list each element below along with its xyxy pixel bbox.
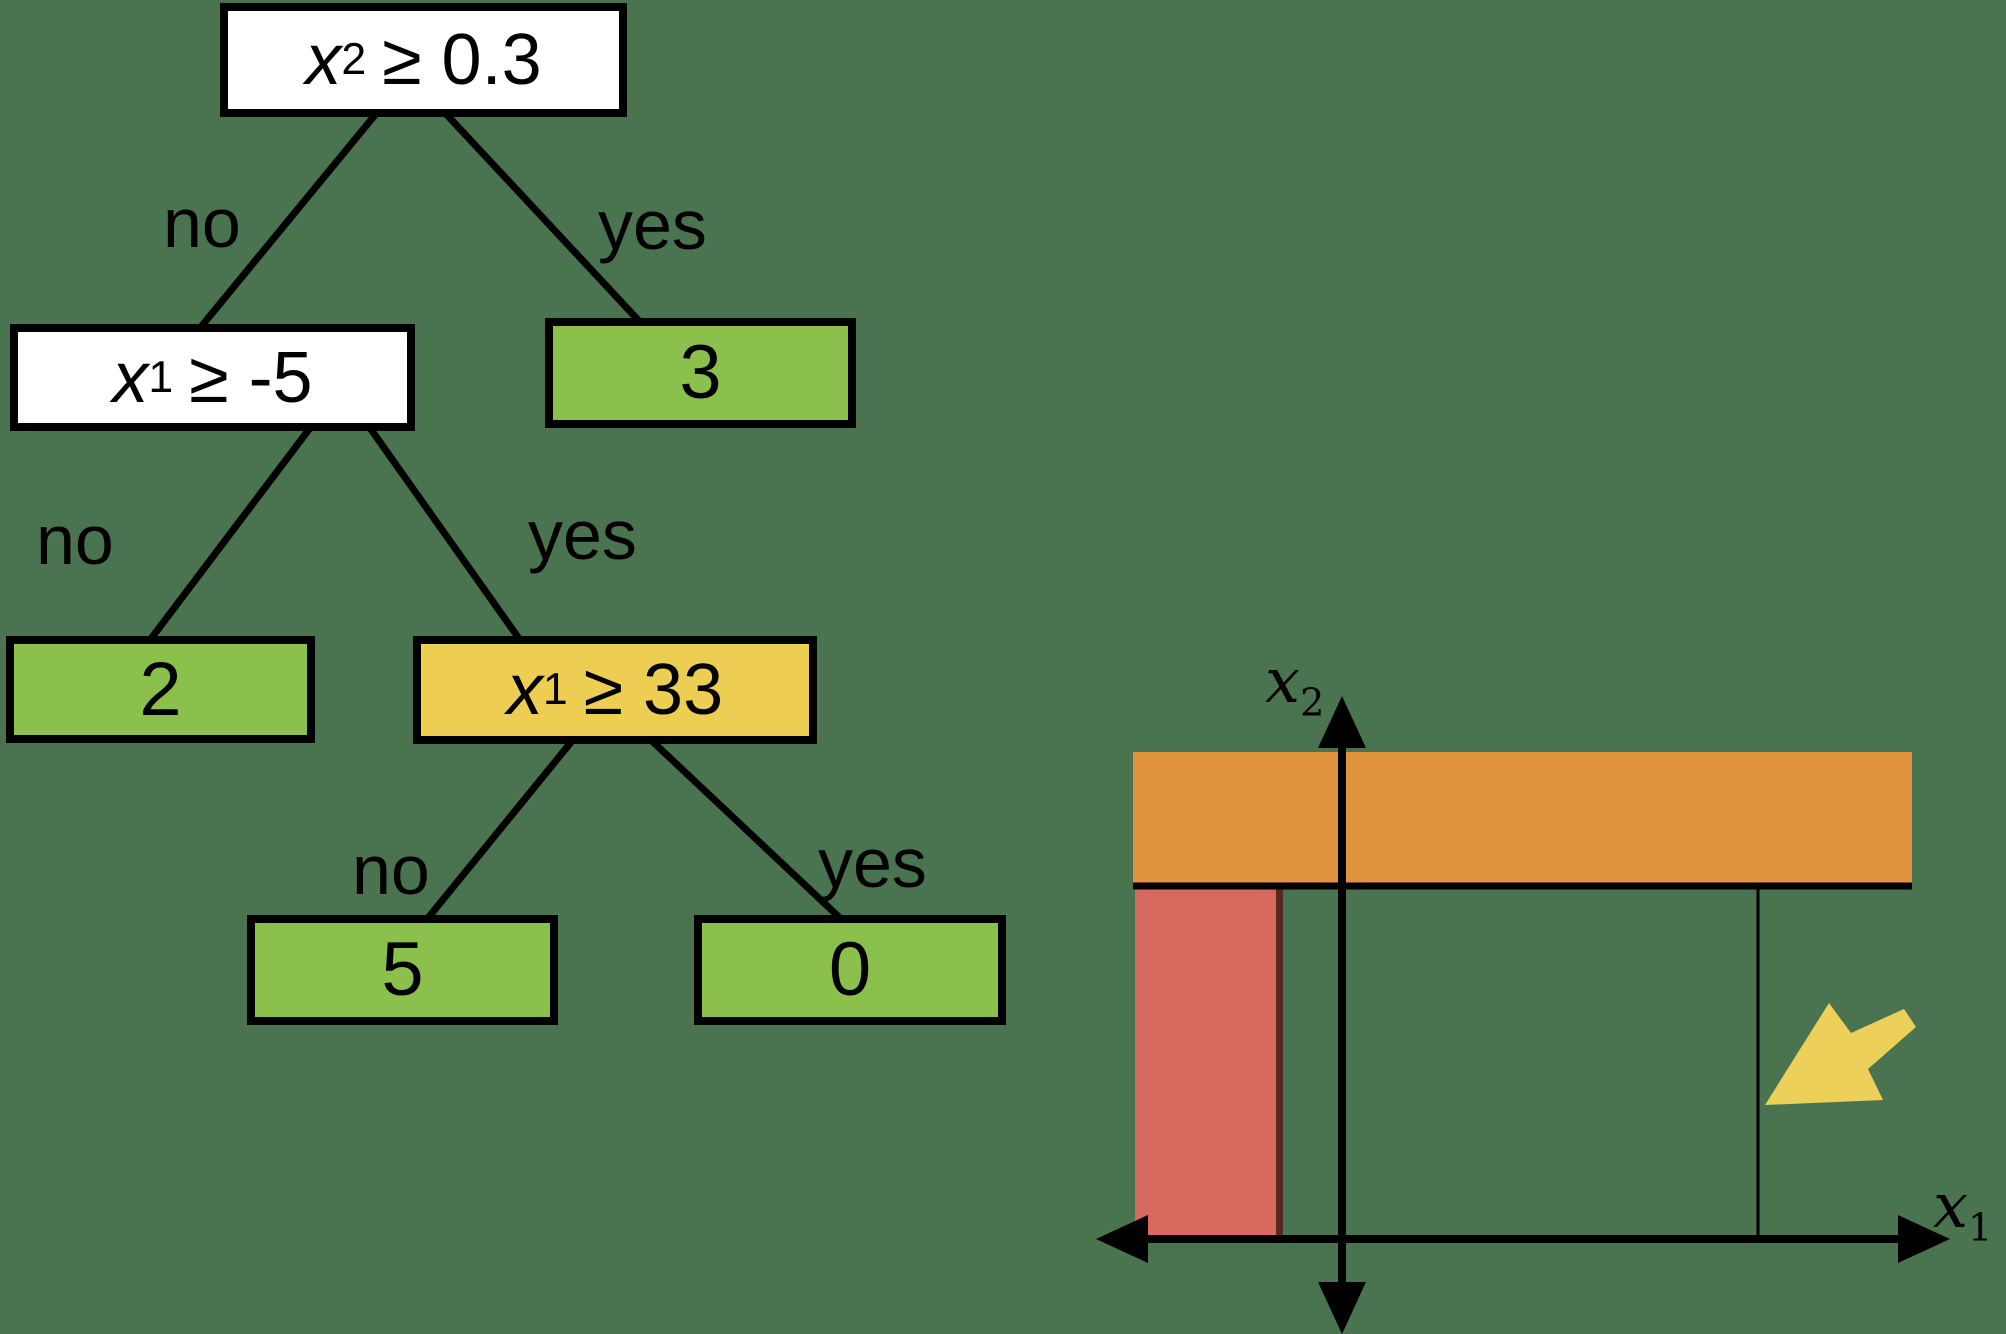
leaf-value: 3 [679, 330, 722, 415]
tree-edge-n1-yes [367, 425, 523, 643]
pointer-arrow-icon [1765, 1003, 1916, 1105]
y-axis-down-arrowhead [1318, 1282, 1366, 1334]
node-condition: ≥ 0.3 [382, 20, 542, 100]
tree-edge-root-no [197, 112, 378, 331]
y-axis-up-arrowhead [1318, 696, 1366, 748]
branch-label-yes-3: yes [818, 824, 927, 902]
branch-label-no-1: no [163, 184, 241, 262]
node-condition: ≥ 33 [583, 650, 724, 730]
x-axis-right-arrowhead [1898, 1215, 1950, 1263]
tree-edge-n2-no [425, 738, 575, 921]
y-axis-label: x2 [1265, 650, 1324, 723]
tree-leaf-5: 5 [247, 915, 558, 1025]
x-axis-left-arrowhead [1096, 1215, 1148, 1263]
node-variable: x [305, 20, 342, 100]
tree-leaf-0: 0 [694, 915, 1006, 1025]
leaf-value: 2 [139, 646, 182, 732]
node-condition: ≥ -5 [189, 337, 313, 418]
tree-leaf-3: 3 [545, 318, 856, 428]
tree-edge-n1-no [147, 425, 313, 643]
branch-label-yes-2: yes [528, 496, 637, 574]
branch-label-no-3: no [352, 831, 430, 909]
axis-variable: x [1933, 1169, 1968, 1242]
leaf-value: 5 [381, 927, 424, 1012]
node-variable: x [112, 337, 149, 418]
tree-leaf-2: 2 [6, 636, 315, 743]
branch-label-no-2: no [36, 501, 114, 579]
tree-edge-n2-yes [649, 738, 843, 921]
axis-subscript: 1 [1967, 1205, 1993, 1251]
axis-subscript: 2 [1299, 680, 1325, 726]
branch-label-yes-1: yes [598, 186, 707, 264]
node-variable: x [506, 650, 543, 730]
tree-edge-root-yes [444, 112, 643, 325]
red-region [1135, 889, 1282, 1238]
leaf-value: 0 [828, 927, 872, 1012]
x-axis-label: x1 [1933, 1175, 1992, 1248]
orange-region [1133, 752, 1912, 883]
axis-variable: x [1265, 644, 1300, 717]
red-region-edge [1276, 889, 1283, 1238]
